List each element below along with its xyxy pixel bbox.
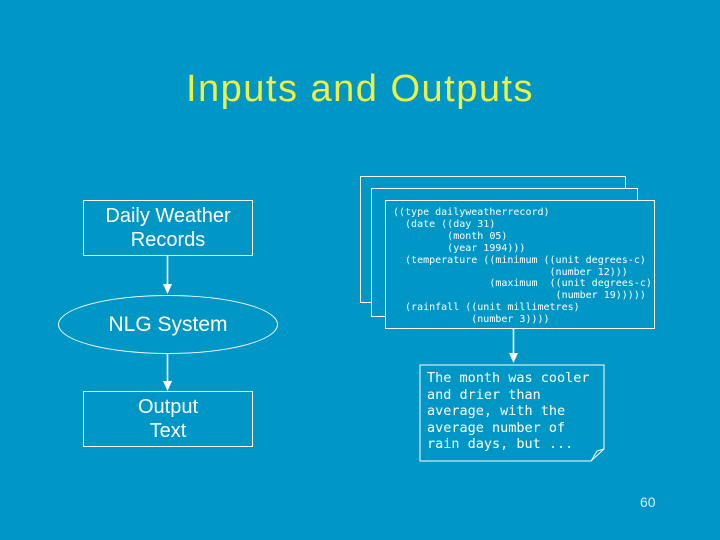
output-text-label: Output Text [137, 396, 199, 442]
weather-record-code: ((type dailyweatherrecord) (date ((day 3… [393, 207, 652, 326]
note-shape [419, 364, 605, 462]
record-card-front: ((type dailyweatherrecord) (date ((day 3… [385, 200, 655, 329]
daily-weather-records-label: Daily Weather Records [105, 205, 231, 251]
page-number: 60 [640, 494, 656, 510]
arrowhead-down-icon [163, 284, 172, 294]
output-text-box: Output Text [83, 391, 253, 447]
note-text: The month was cooler and drier than aver… [427, 370, 590, 453]
nlg-system-label: NLG System [108, 312, 228, 336]
arrowhead-down-icon [163, 381, 172, 391]
slide-title: Inputs and Outputs [185, 68, 535, 110]
daily-weather-records-box: Daily Weather Records [83, 200, 253, 256]
arrow-record-to-note [509, 329, 518, 363]
nlg-system-ellipse: NLG System [58, 295, 278, 354]
arrowhead-down-icon [509, 353, 518, 363]
arrow-nlg-to-output [163, 354, 172, 391]
note-outline [419, 364, 605, 462]
note-fold-icon [590, 448, 605, 462]
arrow-records-to-nlg [163, 256, 172, 294]
